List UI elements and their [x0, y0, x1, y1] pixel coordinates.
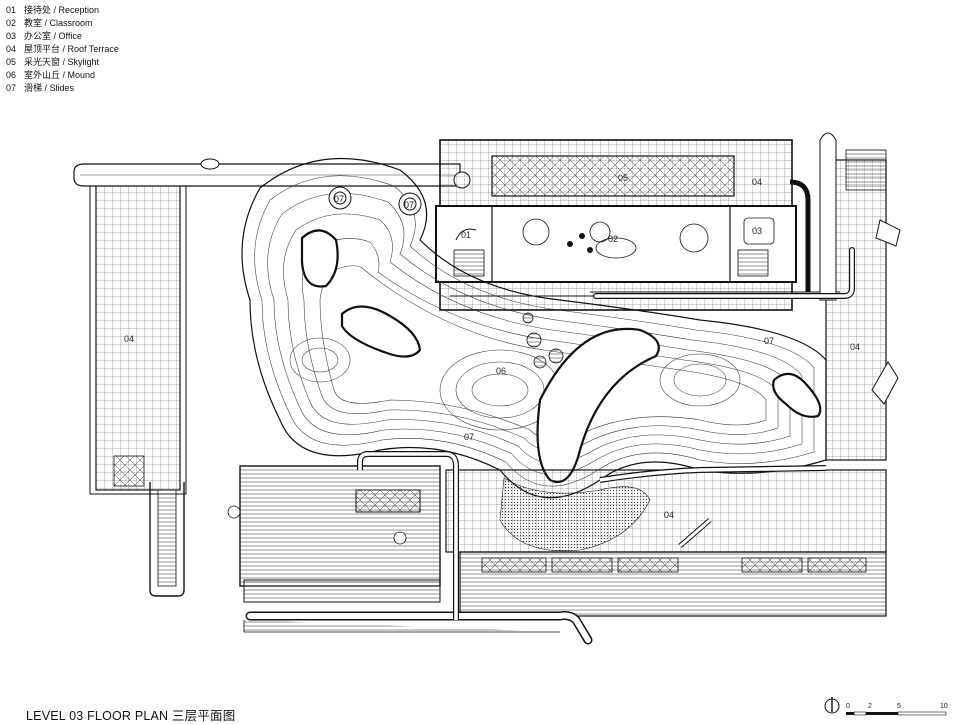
legend-num: 07: [6, 83, 17, 93]
north-arrow-icon: [824, 697, 840, 714]
terrace-left: [89, 175, 187, 597]
drawing-title: LEVEL 03 FLOOR PLAN 三层平面图: [26, 709, 236, 723]
label-slide-b: 07: [404, 200, 414, 210]
legend-num: 02: [6, 18, 17, 28]
legend-num: 03: [6, 31, 17, 41]
legend-label: 教室 / Classroom: [24, 18, 93, 28]
scale-tick-10: 10: [940, 703, 948, 710]
label-reception: 01: [461, 230, 471, 240]
legend-item: 03 办公室 / Office: [6, 30, 119, 43]
label-terrace-right: 04: [850, 342, 860, 352]
scale-bar: 0 2 5 10: [846, 703, 948, 716]
legend-item: 02 教室 / Classroom: [6, 17, 119, 30]
legend-label: 滑梯 / Slides: [24, 83, 75, 93]
mound-slides: [357, 451, 827, 620]
slide-spirals: [328, 186, 422, 216]
legend-item: 07 滑梯 / Slides: [6, 82, 119, 95]
legend-label: 办公室 / Office: [24, 31, 82, 41]
classroom-building: [435, 139, 840, 311]
scale-tick-5: 5: [897, 703, 901, 710]
label-slide-a: 07: [334, 194, 344, 204]
label-terrace-top: 04: [752, 177, 762, 187]
label-slide-d: 07: [764, 336, 774, 346]
label-skylight: 05: [618, 173, 628, 183]
legend-label: 室外山丘 / Mound: [24, 70, 96, 80]
legend-num: 05: [6, 57, 17, 67]
scale-tick-2: 2: [868, 703, 872, 710]
legend-item: 04 屋顶平台 / Roof Terrace: [6, 43, 119, 56]
legend-label: 接待处 / Reception: [24, 5, 100, 15]
label-classroom: 02: [608, 234, 618, 244]
terrace-right: [593, 132, 901, 461]
label-mound: 06: [496, 366, 506, 376]
bottom-slide: [243, 611, 593, 645]
legend-label: 采光天窗 / Skylight: [24, 57, 100, 67]
bridge-walkway: [73, 158, 471, 189]
lower-left-block: [227, 465, 441, 603]
label-slide-c: 07: [464, 432, 474, 442]
plan-labels: 01 02 03 04 04 04 04 05 06 07 07 07 07: [124, 173, 860, 520]
scale-tick-0: 0: [846, 703, 850, 710]
legend-num: 04: [6, 44, 17, 54]
legend: 01 接待处 / Reception 02 教室 / Classroom 03 办公室…: [6, 4, 119, 95]
mound-contours: [241, 157, 827, 499]
label-terrace-left: 04: [124, 334, 134, 344]
legend-num: 06: [6, 70, 17, 80]
legend-item: 06 室外山丘 / Mound: [6, 69, 119, 82]
legend-num: 01: [6, 5, 17, 15]
legend-label: 屋顶平台 / Roof Terrace: [24, 44, 119, 54]
legend-item: 05 采光天窗 / Skylight: [6, 56, 119, 69]
legend-item: 01 接待处 / Reception: [6, 4, 119, 17]
label-terrace-bottom: 04: [664, 510, 674, 520]
terrace-bottom: [445, 469, 887, 617]
label-office: 03: [752, 226, 762, 236]
